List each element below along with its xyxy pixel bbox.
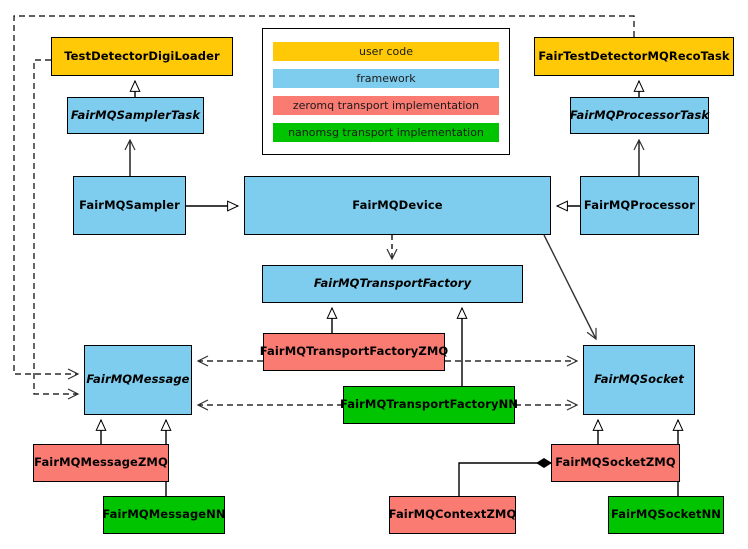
class-node-fair-mq-socket[interactable]: FairMQSocket <box>583 345 695 415</box>
class-node-fair-mq-message-zmq[interactable]: FairMQMessageZMQ <box>33 444 169 482</box>
legend-item-nanomsg: nanomsg transport implementation <box>273 122 499 142</box>
edge-socketzmq-composition-contextzmq <box>458 458 552 496</box>
legend-item-framework: framework <box>273 68 499 88</box>
legend-item-user-code: user code <box>273 41 499 61</box>
legend-item-zeromq: zeromq transport implementation <box>273 95 499 115</box>
color-legend: user code framework zeromq transport imp… <box>262 28 510 155</box>
class-node-fair-mq-socket-nn[interactable]: FairMQSocketNN <box>608 496 724 534</box>
class-node-fair-mq-sampler-task[interactable]: FairMQSamplerTask <box>67 97 204 134</box>
class-node-fair-mq-socket-zmq[interactable]: FairMQSocketZMQ <box>551 444 680 482</box>
class-node-fair-mq-context-zmq[interactable]: FairMQContextZMQ <box>389 496 516 534</box>
edge-device-to-socket <box>543 234 597 339</box>
class-node-fair-mq-processor[interactable]: FairMQProcessor <box>580 176 699 235</box>
class-node-fair-mq-device[interactable]: FairMQDevice <box>244 176 551 235</box>
class-node-fair-mq-transport-factory-nn[interactable]: FairMQTransportFactoryNN <box>340 386 518 424</box>
class-node-fair-mq-processor-task[interactable]: FairMQProcessorTask <box>570 97 709 134</box>
class-node-fair-mq-transport-factory-zmq[interactable]: FairMQTransportFactoryZMQ <box>260 333 448 371</box>
class-node-test-detector-digi-loader[interactable]: TestDetectorDigiLoader <box>51 37 233 76</box>
class-node-fair-test-detector-mq-reco-task[interactable]: FairTestDetectorMQRecoTask <box>534 37 734 76</box>
class-node-fair-mq-message-nn[interactable]: FairMQMessageNN <box>102 496 226 534</box>
class-node-fair-mq-sampler[interactable]: FairMQSampler <box>73 176 186 235</box>
class-node-fair-mq-message[interactable]: FairMQMessage <box>84 345 192 415</box>
class-node-fair-mq-transport-factory[interactable]: FairMQTransportFactory <box>262 265 523 303</box>
